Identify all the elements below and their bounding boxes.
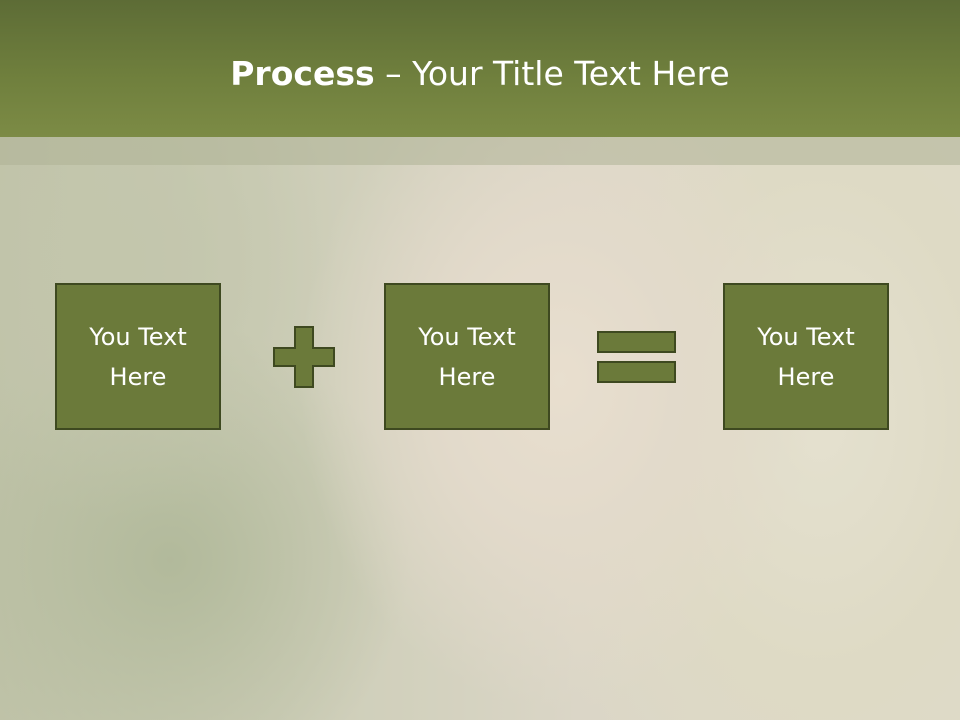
equals-icon	[597, 331, 676, 383]
process-box-1-text: You Text Here	[89, 322, 187, 391]
plus-icon	[273, 326, 335, 388]
title-bar	[0, 0, 960, 137]
process-box-3[interactable]: You Text Here	[723, 283, 889, 430]
title-keyword: Process	[230, 54, 375, 93]
slide-title: Process – Your Title Text Here	[0, 52, 960, 96]
title-text: – Your Title Text Here	[374, 54, 730, 93]
title-underband	[0, 137, 960, 165]
process-box-2-text: You Text Here	[418, 322, 516, 391]
process-box-1[interactable]: You Text Here	[55, 283, 221, 430]
process-box-2[interactable]: You Text Here	[384, 283, 550, 430]
process-box-3-text: You Text Here	[757, 322, 855, 391]
